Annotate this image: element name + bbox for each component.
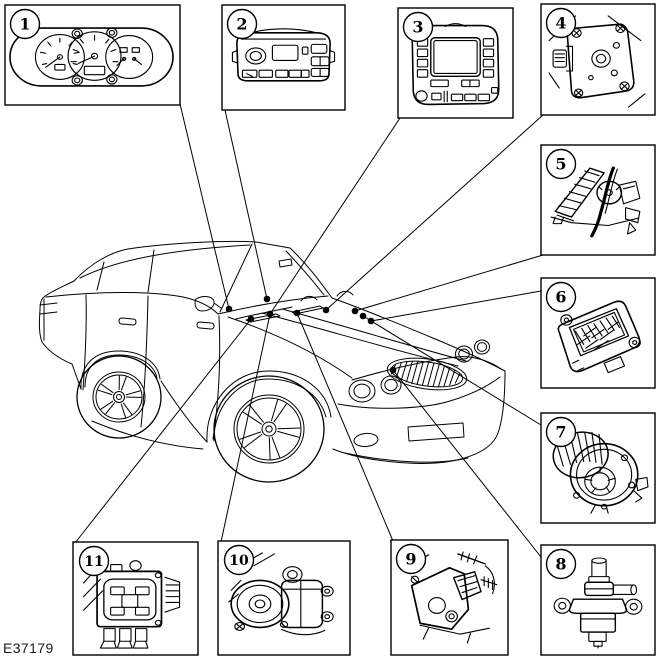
thumbnail-auxiliary-coolant-pump <box>554 558 642 648</box>
leader-lines <box>74 103 544 558</box>
car-front-bumper <box>332 370 506 464</box>
callout-number-8: 8 <box>555 555 566 574</box>
car-door-handle <box>118 317 137 326</box>
car-door-handle <box>196 321 215 330</box>
location-dot-4 <box>322 306 330 314</box>
thumbnail-heater-element <box>558 301 640 372</box>
location-dot-2 <box>263 295 271 303</box>
callout-number-badge-4 <box>545 7 577 39</box>
callout-5: 5 <box>540 144 656 256</box>
car-hood-front <box>351 356 502 381</box>
location-dot-9 <box>293 309 301 317</box>
car-hood-edge <box>331 297 506 372</box>
callout-boxes: 1 2 3 4 5 6 7 8 9 10 11 <box>4 3 656 656</box>
callout-number-2: 2 <box>236 15 247 34</box>
car-illustration <box>38 240 506 483</box>
leader-line-5 <box>354 254 544 312</box>
location-dot-10 <box>266 310 274 318</box>
car-sill <box>160 380 208 443</box>
car-headrests <box>300 290 354 302</box>
leader-line-7 <box>362 315 542 426</box>
callout-number-badge-2 <box>226 8 258 40</box>
callout-number-badge-9 <box>395 543 427 575</box>
callout-1: 1 <box>4 4 181 106</box>
figure-code-label: E37179 <box>3 640 54 656</box>
callout-8: 8 <box>540 544 656 656</box>
callout-number-9: 9 <box>405 550 416 569</box>
thumbnail-recirculation-door-actuator <box>551 168 640 236</box>
leader-line-9 <box>296 312 394 542</box>
car-number-plate <box>407 422 465 442</box>
car-rear-wheel-arch <box>80 350 161 390</box>
location-dot-8 <box>389 366 397 374</box>
thumbnail-ac-compressor <box>229 553 333 635</box>
callout-6: 6 <box>540 277 656 389</box>
callout-number-7: 7 <box>555 423 566 442</box>
callout-3: 3 <box>397 7 514 119</box>
callout-number-1: 1 <box>19 15 30 34</box>
car-rearview-mirror <box>278 258 293 268</box>
callout-number-10: 10 <box>229 553 249 569</box>
location-dot-5 <box>351 307 359 315</box>
car-fog-lamp <box>353 432 379 448</box>
car-grille <box>386 357 468 391</box>
leader-line-3 <box>269 117 401 315</box>
callout-number-badge-8 <box>545 548 577 580</box>
car-door-mirror <box>194 296 215 312</box>
leader-line-8 <box>392 369 542 558</box>
callout-number-badge-3 <box>402 11 434 43</box>
callout-number-5: 5 <box>555 155 566 174</box>
location-dot-11 <box>247 315 255 323</box>
car-headlights <box>348 339 490 403</box>
car-tail-lamp <box>39 302 58 315</box>
callout-9: 9 <box>390 539 509 656</box>
location-dot-7 <box>359 312 367 320</box>
leader-line-10 <box>220 313 271 543</box>
callout-number-3: 3 <box>412 18 423 37</box>
leader-line-4 <box>325 114 544 311</box>
callout-4: 4 <box>540 3 656 116</box>
callout-10: 10 <box>217 540 351 656</box>
thumbnail-climate-control-module <box>84 561 180 648</box>
thumbnail-touch-screen-display <box>412 24 499 105</box>
callout-11: 11 <box>72 541 199 656</box>
callout-number-11: 11 <box>84 554 103 570</box>
callout-2: 2 <box>221 4 346 111</box>
callout-number-6: 6 <box>555 288 566 307</box>
callout-number-4: 4 <box>555 14 566 33</box>
thumbnail-blower-motor <box>548 427 648 513</box>
leader-line-2 <box>224 109 268 300</box>
leader-line-1 <box>179 103 230 310</box>
thumbnail-instrument-cluster <box>10 28 173 86</box>
car-wheels <box>76 355 325 483</box>
car-rear-profile <box>38 280 82 390</box>
leader-line-6 <box>370 290 542 322</box>
callout-number-badge-6 <box>545 281 577 313</box>
callout-number-badge-7 <box>545 416 577 448</box>
car-beltline <box>45 292 219 315</box>
leader-line-11 <box>74 318 252 544</box>
callout-number-badge-11 <box>78 545 110 577</box>
callout-7: 7 <box>540 412 656 524</box>
callout-number-badge-10 <box>223 544 255 576</box>
callout-number-badge-1 <box>9 8 41 40</box>
callout-number-badge-5 <box>545 148 577 180</box>
car-roofline <box>73 240 333 299</box>
location-dot-1 <box>225 305 233 313</box>
car-front-wheel-arch <box>206 370 332 443</box>
